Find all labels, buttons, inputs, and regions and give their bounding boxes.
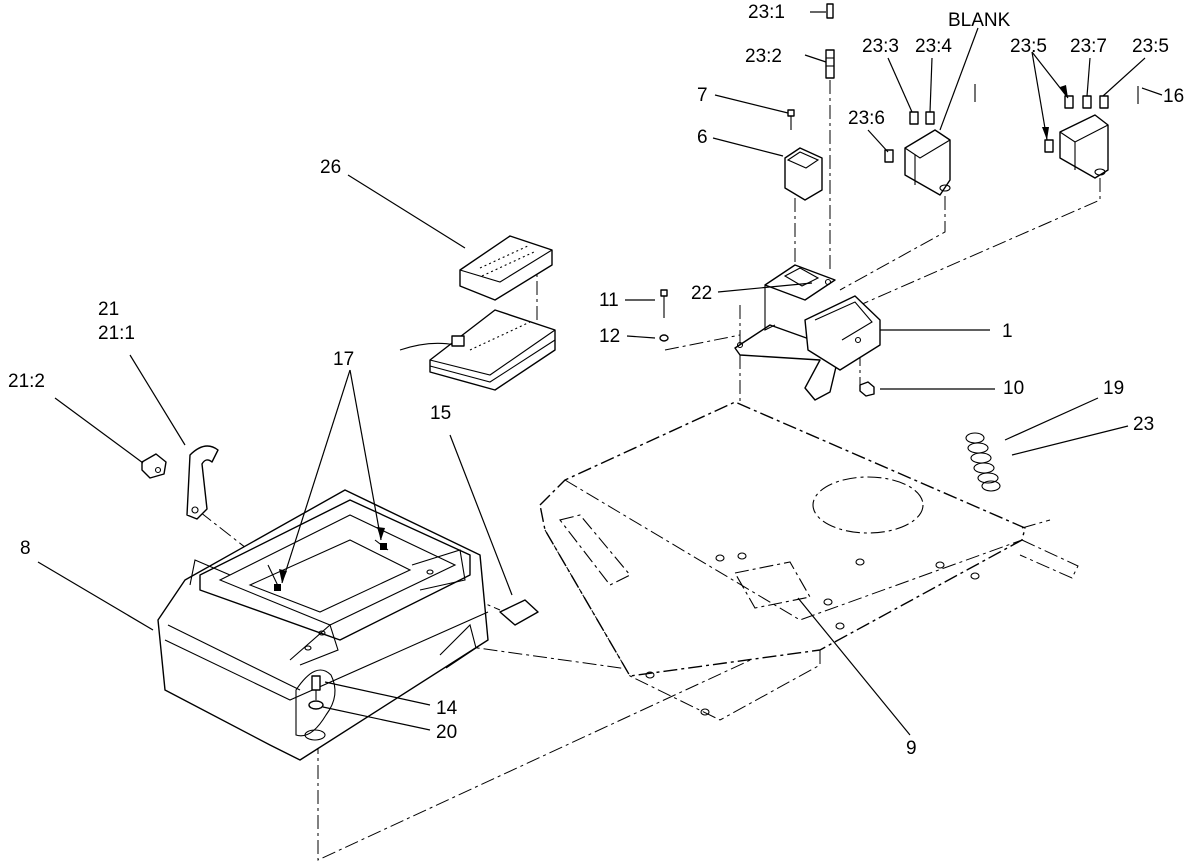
bracket-part-22 xyxy=(764,264,836,331)
label-26: 26 xyxy=(320,157,341,178)
nut-part-10 xyxy=(859,381,875,397)
label-7: 7 xyxy=(697,85,708,106)
label-15: 15 xyxy=(430,403,451,424)
label-14: 14 xyxy=(436,698,458,719)
panel-part-9 xyxy=(539,401,1079,721)
fuse-holder-part-23-2 xyxy=(825,49,835,79)
label-1: 1 xyxy=(1002,321,1013,342)
callout-labels: 23:1 23:2 BLANK 23:3 23:4 23:5 23:7 23:5… xyxy=(8,2,1184,759)
latch-part-21 xyxy=(141,445,219,520)
fuse-pin-part-23-1 xyxy=(826,3,834,19)
bracket-part-1 xyxy=(734,295,881,401)
label-17: 17 xyxy=(333,349,354,370)
label-20: 20 xyxy=(436,722,457,743)
label-22: 22 xyxy=(691,283,712,304)
pad-part-15 xyxy=(499,599,539,626)
fuses-part-23 xyxy=(884,84,1139,163)
label-6: 6 xyxy=(697,127,708,148)
label-21: 21 xyxy=(98,299,119,320)
housing-part-8 xyxy=(157,489,489,761)
screw-part-7 xyxy=(787,109,795,130)
label-23-3: 23:3 xyxy=(862,36,899,57)
label-23: 23 xyxy=(1133,414,1154,435)
washer-part-12 xyxy=(659,334,669,342)
label-8: 8 xyxy=(20,538,31,559)
board-part-26 xyxy=(459,235,553,301)
screws-part-17 xyxy=(267,539,389,591)
label-23-4: 23:4 xyxy=(915,36,952,57)
label-23-5-left: 23:5 xyxy=(1010,36,1047,57)
washer-part-20 xyxy=(308,700,324,710)
label-12: 12 xyxy=(599,326,620,347)
label-23-2: 23:2 xyxy=(745,46,782,67)
label-10: 10 xyxy=(1003,378,1024,399)
leader-lines xyxy=(37,11,1163,736)
bolt-part-14 xyxy=(311,675,321,700)
label-19: 19 xyxy=(1103,378,1124,399)
label-23-1: 23:1 xyxy=(748,2,785,23)
label-21-1: 21:1 xyxy=(98,323,135,344)
label-23-6: 23:6 xyxy=(848,108,885,129)
relay-part-6 xyxy=(784,147,823,201)
label-11: 11 xyxy=(599,290,619,311)
label-blank: BLANK xyxy=(948,10,1011,31)
label-9: 9 xyxy=(906,738,917,759)
fuse-block-left xyxy=(904,129,951,196)
fuse-block-right xyxy=(1059,114,1109,179)
label-16: 16 xyxy=(1163,86,1184,107)
label-23-5-right: 23:5 xyxy=(1132,36,1169,57)
label-23-7: 23:7 xyxy=(1070,36,1107,57)
controller-base xyxy=(399,309,556,391)
screw-part-11 xyxy=(660,289,668,318)
grommet-part-19 xyxy=(965,432,1001,492)
label-21-2: 21:2 xyxy=(8,371,45,392)
